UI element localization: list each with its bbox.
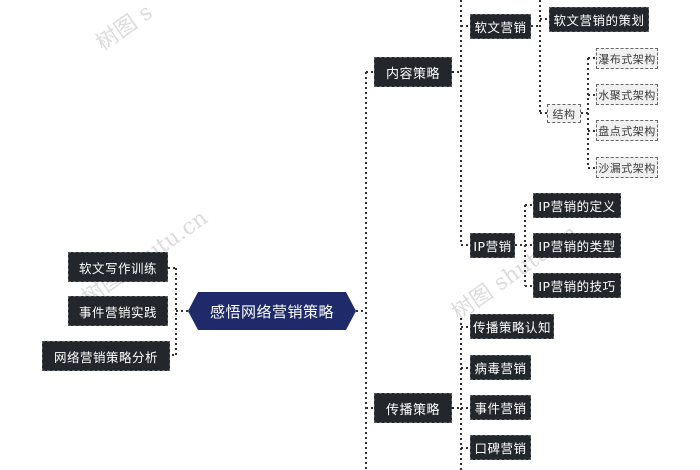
left-node-strategy-analysis[interactable]: 网络营销策略分析: [42, 341, 170, 371]
node-structure[interactable]: 结构: [547, 104, 581, 123]
node-content-strategy[interactable]: 内容策略: [374, 57, 452, 87]
node-soft-planning[interactable]: 软文营销的策划: [549, 7, 649, 32]
leaf-inventory[interactable]: 盘点式架构: [596, 120, 658, 141]
node-spread-cognition[interactable]: 传播策略认知: [470, 314, 554, 339]
node-event-marketing[interactable]: 事件营销: [470, 395, 531, 420]
node-soft-marketing[interactable]: 软文营销: [470, 14, 531, 39]
left-node-soft-writing[interactable]: 软文写作训练: [68, 252, 168, 282]
root-hexagon-shape: [188, 292, 356, 330]
leaf-hourglass[interactable]: 沙漏式架构: [596, 157, 658, 178]
leaf-waterfall[interactable]: 瀑布式架构: [596, 48, 658, 69]
node-viral-marketing[interactable]: 病毒营销: [470, 355, 531, 380]
root-node[interactable]: 感悟网络营销策略: [188, 292, 356, 330]
node-spread-strategy[interactable]: 传播策略: [374, 393, 452, 423]
node-ip-marketing[interactable]: IP营销: [470, 233, 515, 258]
node-ip-definition[interactable]: IP营销的定义: [533, 193, 621, 218]
node-word-of-mouth[interactable]: 口碑营销: [470, 435, 531, 460]
node-ip-skills[interactable]: IP营销的技巧: [533, 273, 621, 298]
left-node-event-practice[interactable]: 事件营销实践: [68, 296, 168, 326]
root-label: 感悟网络营销策略: [209, 302, 334, 321]
node-ip-types[interactable]: IP营销的类型: [533, 233, 621, 258]
leaf-converge[interactable]: 水聚式架构: [596, 84, 658, 105]
